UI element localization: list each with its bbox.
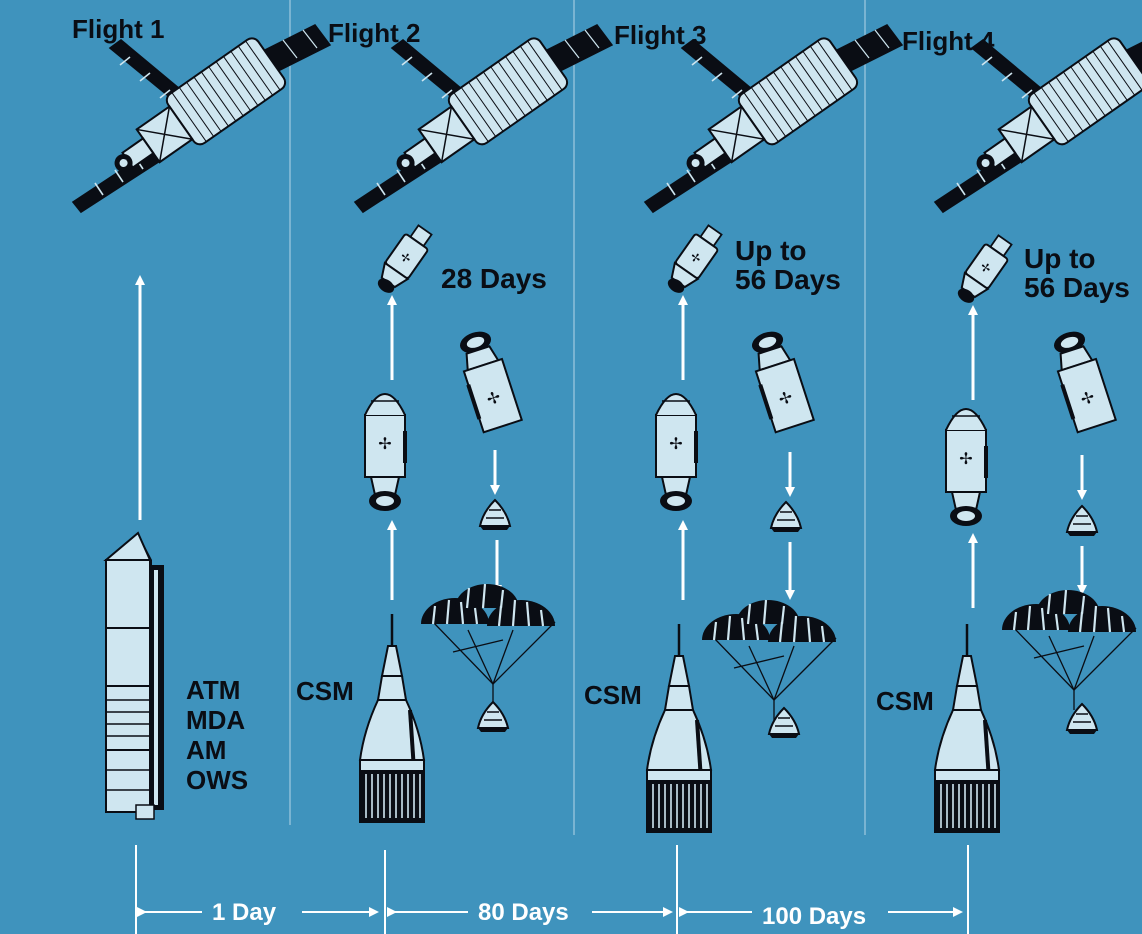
skylab-station — [73, 25, 330, 212]
csm-return — [453, 327, 521, 433]
csm-label-flight-2: CSM — [296, 678, 354, 705]
flight-4-title: Flight 4 — [902, 28, 994, 55]
flight-2-title: Flight 2 — [328, 20, 420, 47]
csm-return — [1047, 327, 1115, 433]
csm-return — [745, 327, 813, 433]
flight-3-duration: Up to 56 Days — [735, 236, 841, 295]
command-module — [1067, 506, 1097, 536]
atm-label: ATM — [186, 676, 248, 706]
flight-3-title: Flight 3 — [614, 22, 706, 49]
parachutes — [421, 584, 555, 704]
parachutes — [1002, 590, 1136, 710]
command-module — [1067, 704, 1097, 734]
flight-2-illustration — [355, 25, 612, 822]
ows-label: OWS — [186, 766, 248, 796]
csm-approach — [656, 394, 696, 511]
skylab-station — [355, 25, 612, 212]
parachutes — [702, 600, 836, 720]
docked-csm — [951, 232, 1016, 309]
saturn-ib — [360, 614, 424, 822]
command-module — [771, 502, 801, 532]
timeline-100-days: 100 Days — [762, 904, 866, 929]
flight-4-duration: Up to 56 Days — [1024, 244, 1130, 303]
docked-csm — [661, 222, 726, 299]
csm-approach — [365, 394, 405, 511]
saturn-ib — [647, 624, 711, 832]
am-label: AM — [186, 736, 248, 766]
flight-2-duration: 28 Days — [441, 264, 547, 293]
csm-label-flight-3: CSM — [584, 682, 642, 709]
csm-approach — [946, 409, 986, 526]
flight-1-title: Flight 1 — [72, 16, 164, 43]
timeline-1-day: 1 Day — [212, 900, 276, 925]
saturn-ib — [935, 624, 999, 832]
timeline-80-days: 80 Days — [478, 900, 569, 925]
flight-4-illustration — [935, 25, 1142, 832]
launch-vehicle — [106, 533, 164, 819]
csm-label-flight-4: CSM — [876, 688, 934, 715]
command-module — [478, 702, 508, 732]
command-module — [480, 500, 510, 530]
skylab-station — [645, 25, 902, 212]
mda-label: MDA — [186, 706, 248, 736]
launch-vehicle-labels: ATM MDA AM OWS — [186, 676, 248, 796]
flight-3-illustration — [645, 25, 902, 832]
docked-csm — [371, 222, 436, 299]
